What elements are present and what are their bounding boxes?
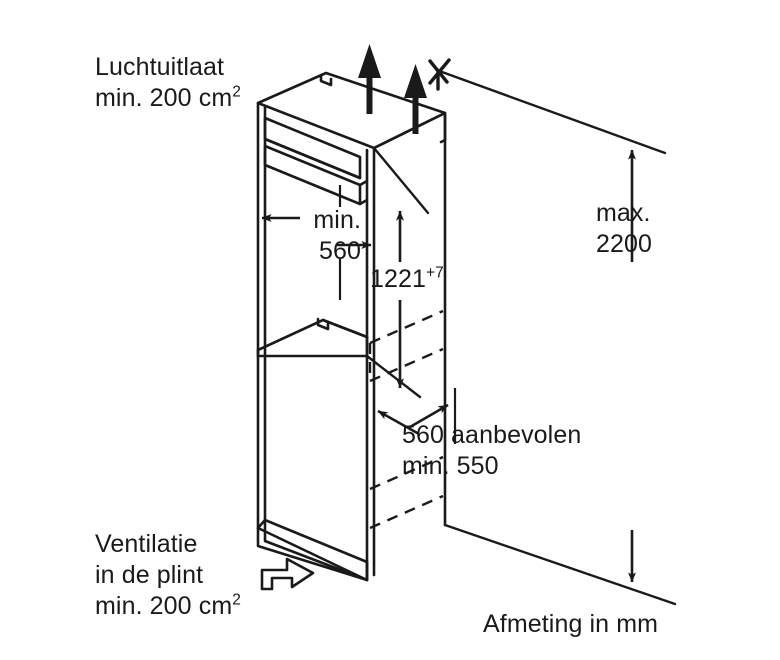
- air-outlet-slot: [263, 116, 362, 180]
- airflow-arrows: [358, 44, 427, 134]
- plinth-vent-line3-superscript: 2: [232, 591, 241, 609]
- dimension-niche-width: [261, 185, 372, 300]
- base-hidden-back-lower: [369, 494, 444, 530]
- air-outlet-line2-superscript: 2: [232, 83, 241, 101]
- plinth-inner-edge: [263, 518, 369, 582]
- niche-depth-label: 560 aanbevolen min. 550: [402, 420, 581, 482]
- airflow-arrow-left: [358, 44, 381, 114]
- air-outlet-rail-right-lower: [358, 198, 369, 206]
- hidden-edges: [368, 309, 444, 530]
- base-hidden-back-upper: [369, 455, 444, 491]
- max-height-label: max. 2200: [596, 198, 652, 260]
- shelf-notch: [316, 317, 330, 331]
- niche-depth-line2: min. 550: [402, 452, 499, 480]
- max-height-line1: max.: [596, 199, 651, 227]
- unit-note: Afmeting in mm: [483, 610, 659, 638]
- shelf-hidden-back-upper: [369, 309, 444, 345]
- leader-lines: [365, 70, 677, 606]
- middle-shelf-top-right: [321, 318, 369, 339]
- plinth-vent-line2: in de plint: [95, 561, 204, 589]
- niche-depth-arrow-lower-left: [377, 409, 420, 436]
- air-outlet-slot-edge: [263, 137, 362, 180]
- middle-shelf-top-left: [256, 318, 325, 352]
- plinth-vent-annotation: Ventilatie in de plint min. 200 cm2: [95, 529, 241, 622]
- cabinet-outline: [256, 71, 447, 582]
- niche-height-tolerance: +7: [426, 264, 444, 282]
- niche-width-label: min. 560: [289, 205, 361, 267]
- top-notch-left: [319, 73, 333, 87]
- plinth-vent-arrow: [260, 557, 315, 591]
- dimension-tick-top: [428, 58, 451, 91]
- airflow-arrow-right: [404, 64, 427, 134]
- max-height-line2: 2200: [596, 230, 653, 258]
- niche-width-line2: 560: [318, 237, 361, 265]
- leader-height-bottom: [365, 354, 422, 399]
- plinth-vent-line1: Ventilatie: [95, 530, 198, 558]
- plinth-lower-band: [256, 526, 369, 582]
- cabinet-top-right-face: [372, 111, 447, 150]
- niche-height-value: 1221: [370, 265, 427, 293]
- leader-height-top: [372, 146, 430, 215]
- plinth-vent-line3-prefix: min. 200 cm: [95, 592, 233, 620]
- niche-depth-arrow-upper-right: [409, 403, 449, 429]
- niche-width-line1: min.: [313, 206, 361, 234]
- air-outlet-line2-prefix: min. 200 cm: [95, 84, 233, 112]
- shelf-hidden-back-lower: [369, 347, 444, 383]
- air-outlet-line1: Luchtuitlaat: [95, 53, 225, 81]
- niche-height-label: 1221+7: [370, 264, 444, 295]
- air-outlet-annotation: Luchtuitlaat min. 200 cm2: [95, 52, 241, 114]
- dimension-niche-depth: [377, 388, 457, 444]
- air-outlet-rail: [263, 144, 362, 206]
- niche-depth-line1: 560 aanbevolen: [402, 421, 582, 449]
- leader-bottom: [443, 523, 677, 606]
- leader-top: [440, 70, 667, 155]
- air-outlet-rail-right: [358, 179, 369, 187]
